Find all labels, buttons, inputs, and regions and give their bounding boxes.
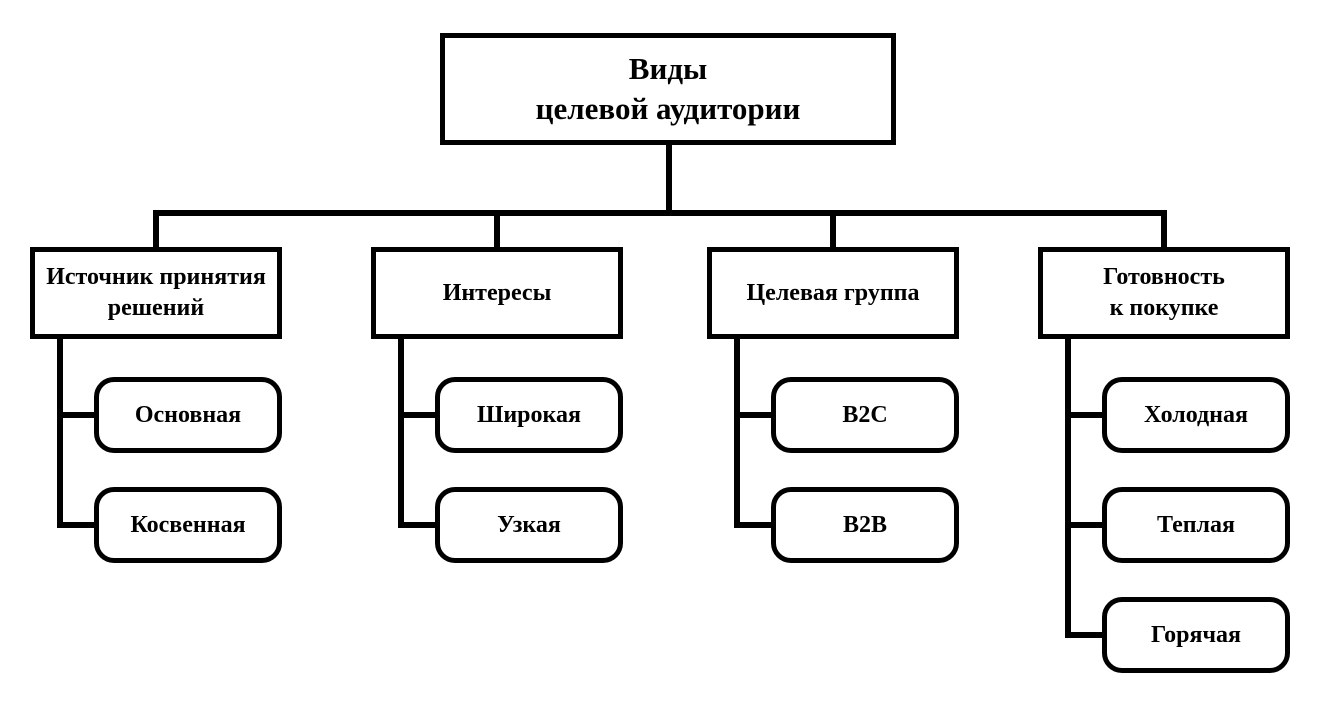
connector-drop-purchase-readiness bbox=[1161, 210, 1167, 250]
connector-leaf-stub bbox=[57, 522, 97, 528]
connector-leaf-stub bbox=[57, 412, 97, 418]
connector-bus bbox=[153, 210, 1167, 216]
node-branch-decision-source: Источник принятия решений bbox=[30, 247, 282, 339]
connector-leaf-stub bbox=[398, 522, 438, 528]
connector-branch-vertical bbox=[57, 337, 63, 528]
connector-drop-target-group bbox=[830, 210, 836, 250]
connector-root-stem bbox=[666, 143, 672, 216]
connector-leaf-stub bbox=[1065, 522, 1105, 528]
connector-leaf-stub bbox=[734, 412, 774, 418]
node-leaf-b2b: B2B bbox=[771, 487, 959, 563]
node-branch-purchase-readiness: Готовность к покупке bbox=[1038, 247, 1290, 339]
connector-leaf-stub bbox=[1065, 412, 1105, 418]
connector-leaf-stub bbox=[734, 522, 774, 528]
node-leaf-cold: Холодная bbox=[1102, 377, 1290, 453]
node-leaf-primary: Основная bbox=[94, 377, 282, 453]
connector-leaf-stub bbox=[398, 412, 438, 418]
node-leaf-indirect: Косвенная bbox=[94, 487, 282, 563]
node-leaf-b2c: B2C bbox=[771, 377, 959, 453]
connector-drop-interests bbox=[494, 210, 500, 250]
node-leaf-wide: Широкая bbox=[435, 377, 623, 453]
node-leaf-warm: Теплая bbox=[1102, 487, 1290, 563]
connector-branch-vertical bbox=[398, 337, 404, 528]
connector-branch-vertical bbox=[734, 337, 740, 528]
node-branch-interests: Интересы bbox=[371, 247, 623, 339]
node-branch-target-group: Целевая группа bbox=[707, 247, 959, 339]
connector-drop-decision-source bbox=[153, 210, 159, 250]
node-leaf-narrow: Узкая bbox=[435, 487, 623, 563]
node-root-title: Виды целевой аудитории bbox=[440, 33, 896, 145]
connector-leaf-stub bbox=[1065, 632, 1105, 638]
connector-branch-vertical bbox=[1065, 337, 1071, 638]
node-leaf-hot: Горячая bbox=[1102, 597, 1290, 673]
